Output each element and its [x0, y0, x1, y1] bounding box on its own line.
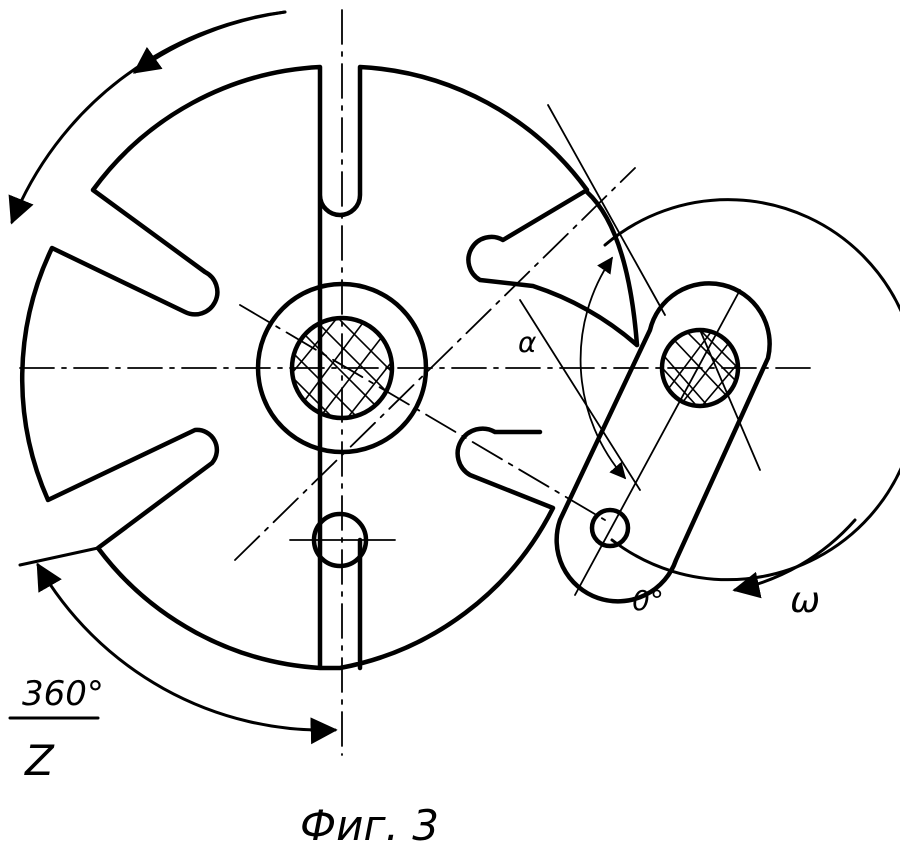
alpha-label: α	[518, 326, 537, 359]
fraction-denominator: Z	[24, 736, 55, 785]
crank-arm	[554, 281, 772, 604]
division-angle-arc	[18, 546, 338, 745]
alpha-arc	[519, 256, 641, 491]
locking-arc	[584, 189, 640, 348]
omega-label: ω	[790, 580, 820, 621]
omega-arrow	[732, 518, 857, 599]
tangent-line	[547, 104, 666, 316]
rotation-arrow	[8, 10, 287, 225]
zero-degree-label: 0°	[632, 584, 664, 617]
figure-caption: Фиг. 3	[300, 801, 439, 850]
lower-slot-pin	[289, 511, 396, 569]
geneva-wheel	[19, 64, 640, 671]
fraction-numerator: 360°	[22, 674, 104, 714]
